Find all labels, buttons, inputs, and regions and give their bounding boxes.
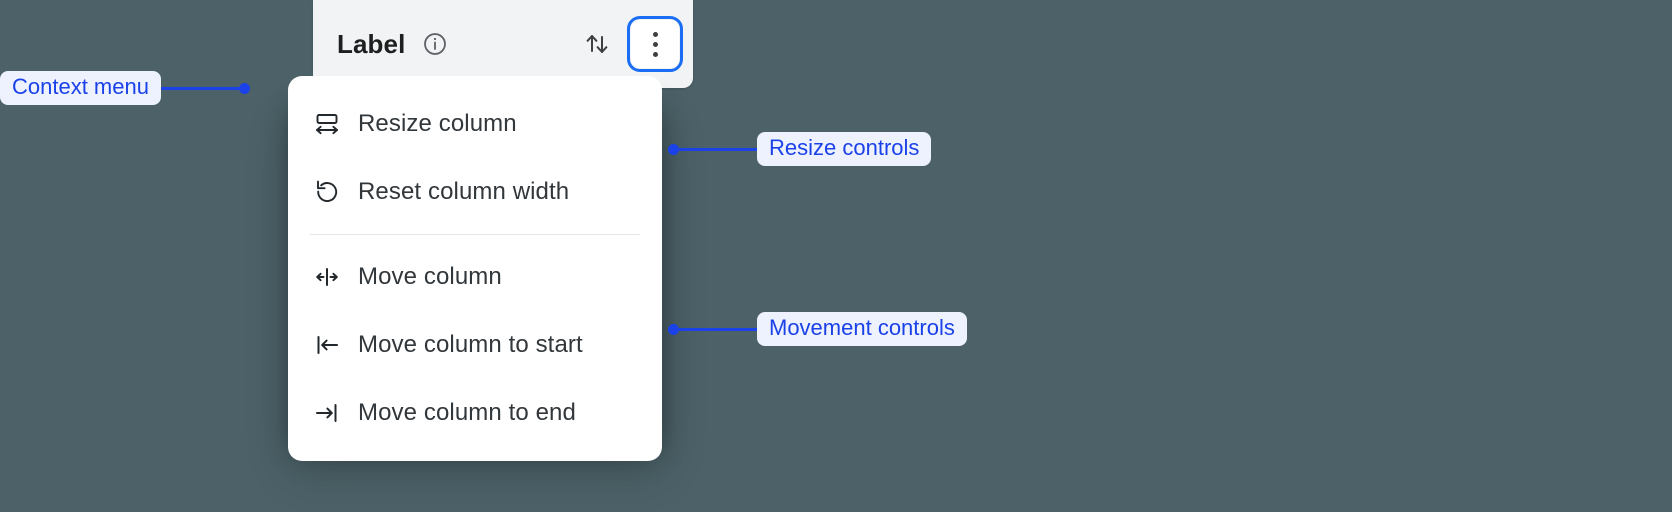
sort-arrows-icon[interactable]: [577, 24, 617, 64]
move-to-start-icon: [310, 328, 344, 362]
annotation-resize-controls: Resize controls: [668, 131, 932, 167]
menu-item-move-column[interactable]: Move column: [288, 243, 662, 311]
annotation-dot: [238, 82, 250, 94]
menu-item-label: Move column to end: [358, 399, 576, 426]
info-circle-icon[interactable]: [421, 30, 449, 58]
annotation-dot: [668, 143, 679, 155]
annotation-label: Context menu: [0, 71, 161, 105]
annotation-label: Resize controls: [757, 132, 932, 166]
annotation-leader-line: [679, 327, 757, 331]
move-column-icon: [310, 260, 344, 294]
resize-column-icon: [310, 107, 344, 141]
annotation-movement-controls: Movement controls: [668, 311, 967, 347]
context-menu: Resize column Reset column width: [288, 76, 662, 461]
menu-item-resize-column[interactable]: Resize column: [288, 90, 662, 158]
annotation-leader-line: [160, 86, 239, 90]
more-vertical-icon[interactable]: [627, 16, 683, 72]
menu-item-label: Resize column: [358, 110, 517, 137]
menu-item-label: Reset column width: [358, 178, 570, 205]
menu-item-label: Move column to start: [358, 331, 583, 358]
menu-item-move-column-to-start[interactable]: Move column to start: [288, 311, 662, 379]
menu-item-label: Move column: [358, 263, 502, 290]
column-header: Label: [313, 0, 693, 88]
annotation-dot: [668, 323, 679, 335]
annotation-context-menu: Context menu: [0, 70, 250, 106]
annotation-label: Movement controls: [757, 312, 967, 346]
reset-width-icon: [310, 175, 344, 209]
kebab-dot: [652, 51, 658, 57]
move-to-end-icon: [310, 396, 344, 430]
annotation-leader-line: [679, 147, 757, 151]
menu-item-move-column-to-end[interactable]: Move column to end: [288, 379, 662, 447]
kebab-dot: [652, 41, 658, 47]
menu-item-reset-column-width[interactable]: Reset column width: [288, 158, 662, 226]
page-title: Label: [337, 28, 406, 59]
kebab-dot: [652, 31, 658, 37]
menu-divider: [310, 234, 640, 235]
